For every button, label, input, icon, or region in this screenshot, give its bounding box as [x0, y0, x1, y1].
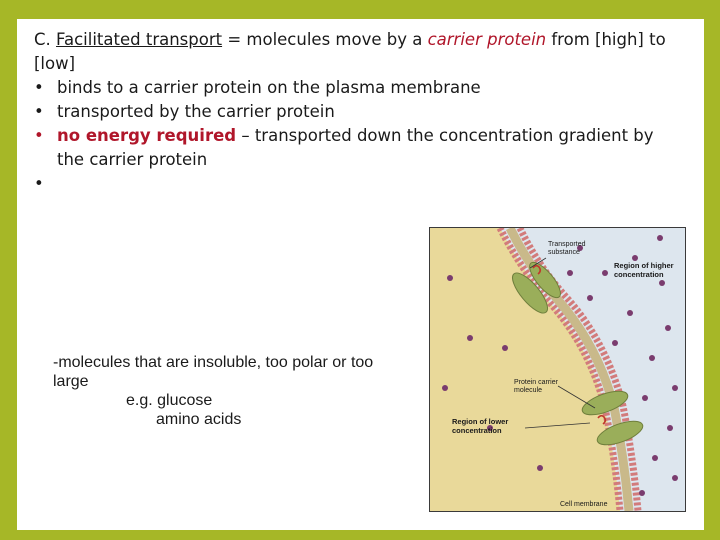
bullet-list: binds to a carrier protein on the plasma…	[34, 76, 684, 196]
bullet-item-empty	[34, 172, 684, 196]
label-higher-1: Region of higher	[614, 261, 674, 270]
arrow-protein	[557, 385, 596, 409]
label-lower-1: Region of lower	[452, 417, 508, 426]
energy-rest: – transported down the concentration gra…	[57, 126, 654, 169]
carrier-protein-top-b	[529, 261, 561, 299]
title-term: Facilitated transport	[56, 30, 223, 49]
membrane-figure: Transported substance Region of higher c…	[429, 227, 686, 512]
label-transported-1: Transported	[548, 241, 586, 248]
notes-line: -molecules that are insoluble, too polar…	[53, 354, 374, 390]
carrier-protein-top-a	[512, 272, 548, 314]
title-mid: = molecules move by a	[222, 30, 428, 49]
transported-molecule-bottom	[597, 414, 607, 425]
label-protein-1: Protein carrier	[514, 379, 559, 386]
membrane-diagram: Transported substance Region of higher c…	[430, 228, 685, 511]
bullet-item-energy: no energy required – transported down th…	[34, 124, 684, 172]
molecules-outside	[567, 235, 678, 496]
notes-block: -molecules that are insoluble, too polar…	[53, 353, 393, 429]
title-suffix: from [high] to [low]	[34, 30, 666, 73]
title-carrier-protein: carrier protein	[427, 30, 547, 49]
energy-bold: no energy required	[57, 126, 237, 145]
label-transported-2: substance	[548, 249, 580, 256]
membrane-inner-heads	[496, 228, 624, 511]
label-lower-2: concentration	[452, 426, 502, 435]
label-membrane: Cell membrane	[560, 501, 608, 508]
arrow-lower	[524, 422, 591, 429]
label-higher-2: concentration	[614, 270, 664, 279]
bullet-item: transported by the carrier protein	[34, 100, 684, 124]
slide-title: C. Facilitated transport = molecules mov…	[34, 28, 694, 76]
notes-example-2: amino acids	[156, 411, 242, 428]
carrier-protein-bottom-a	[581, 390, 629, 416]
notes-example-1: e.g. glucose	[126, 392, 213, 409]
bullet-item: binds to a carrier protein on the plasma…	[34, 76, 684, 100]
title-prefix: C.	[34, 30, 57, 49]
slide: C. Facilitated transport = molecules mov…	[17, 19, 704, 530]
arrow-transported	[529, 257, 547, 269]
transported-molecule-top	[532, 264, 542, 275]
label-protein-2: molecule	[514, 387, 542, 394]
molecules-inside	[442, 275, 543, 471]
cytoplasm-region	[430, 228, 620, 511]
carrier-protein-bottom-b	[596, 420, 644, 446]
